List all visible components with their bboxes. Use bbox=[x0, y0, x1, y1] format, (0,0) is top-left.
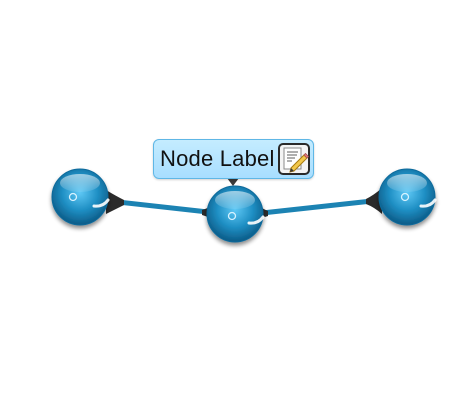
edge-center-right[interactable] bbox=[259, 198, 375, 216]
edit-note-icon[interactable] bbox=[278, 143, 310, 175]
label-pointer bbox=[227, 178, 239, 186]
node-label-text[interactable]: Node Label bbox=[160, 146, 275, 171]
node-center[interactable] bbox=[206, 185, 265, 243]
node-right[interactable] bbox=[378, 168, 437, 226]
connector-right-in bbox=[366, 188, 382, 214]
edge-left-center[interactable] bbox=[115, 199, 211, 215]
node-label-box[interactable]: Node Label bbox=[153, 139, 314, 179]
node-left[interactable] bbox=[51, 168, 110, 226]
connector-left-out bbox=[106, 190, 124, 214]
